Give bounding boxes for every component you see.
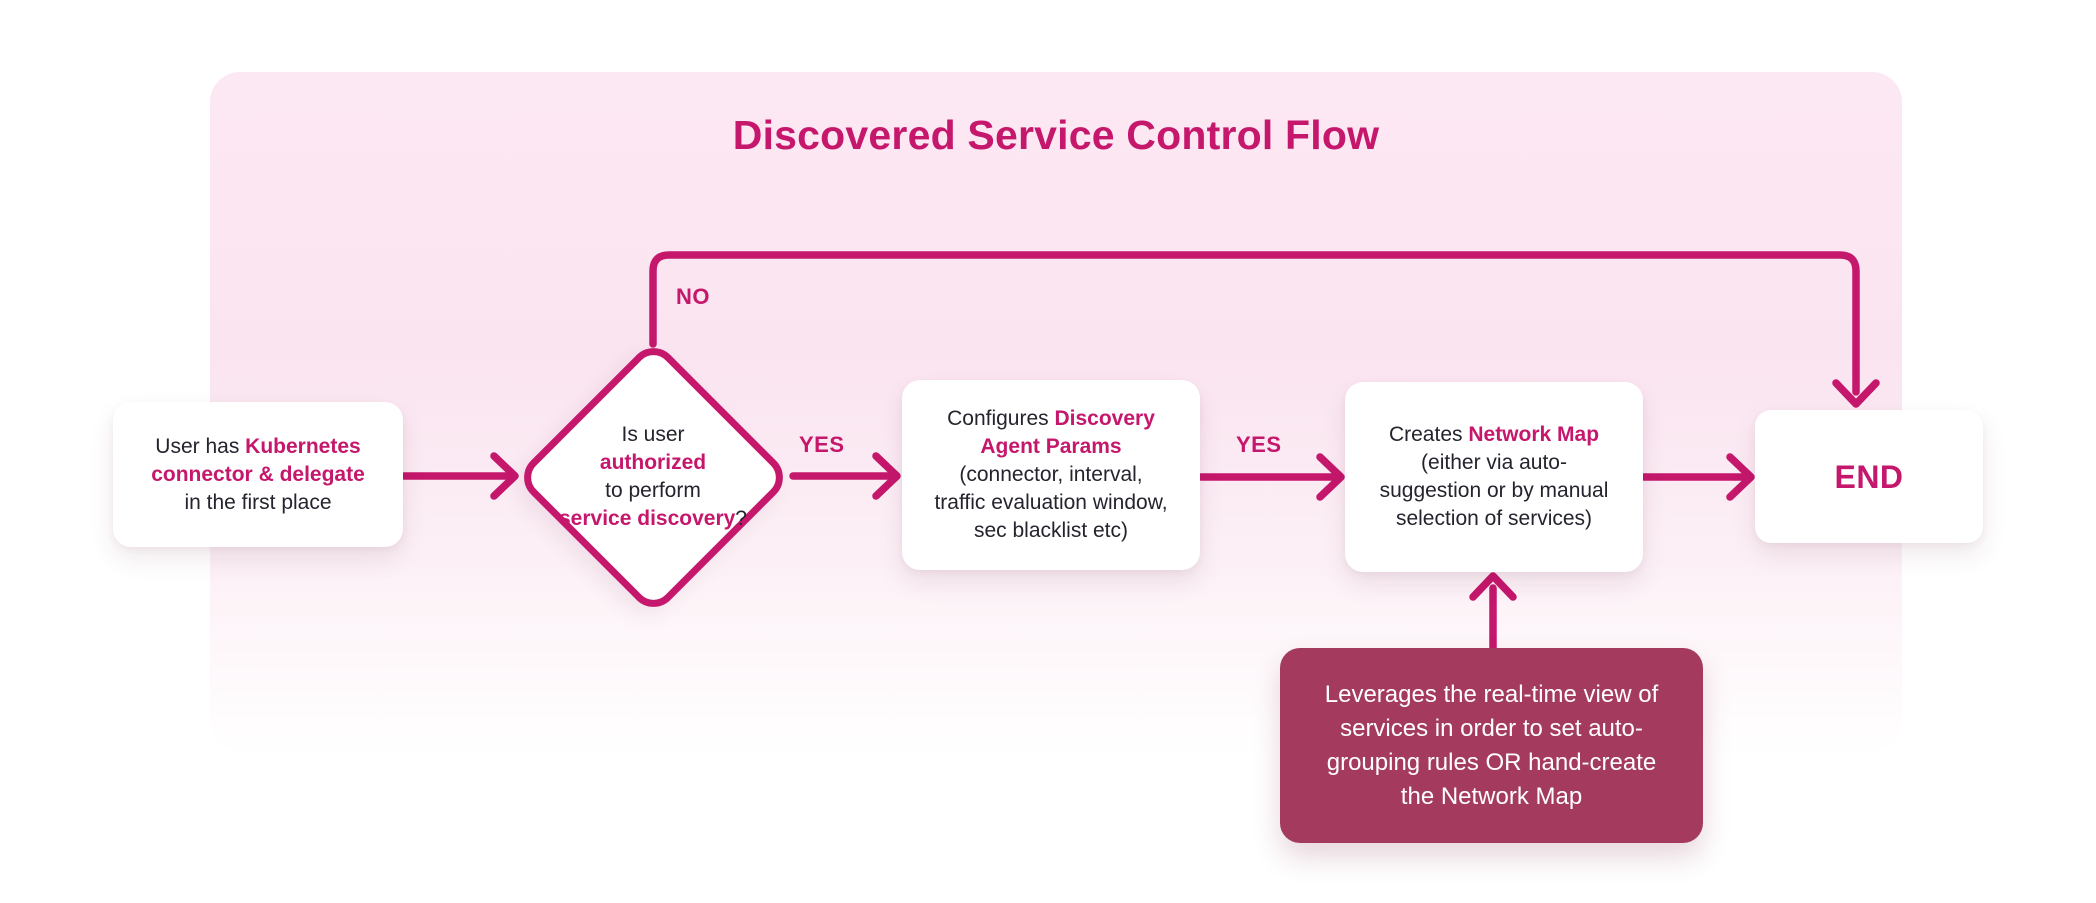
note-leverages-realtime-view: Leverages the real-time view of services… <box>1280 648 1703 843</box>
node-text-line: Agent Params <box>980 433 1121 461</box>
text-segment: traffic evaluation window, <box>934 491 1168 514</box>
text-segment-accent: Discovery <box>1054 407 1155 430</box>
text-segment: (either via auto- <box>1421 451 1567 474</box>
node-create-network-map: Creates Network Map (either via auto- su… <box>1345 382 1643 572</box>
text-segment: suggestion or by manual <box>1379 479 1609 502</box>
note-text-line: Leverages the real-time view of <box>1324 680 1659 708</box>
edge-label-yes-decision-configure: YES <box>799 432 845 457</box>
text-segment: to perform <box>605 479 701 502</box>
node-text-line: service discovery? <box>559 505 747 533</box>
node-text-line: suggestion or by manual <box>1380 477 1609 505</box>
text-segment: Is user <box>621 423 685 446</box>
diagram-title: Discovered Service Control Flow <box>732 112 1380 158</box>
node-text-line: in the first place <box>184 489 331 517</box>
node-end: END <box>1755 410 1983 543</box>
text-segment: sec blacklist etc) <box>973 519 1129 542</box>
node-text-line: Is user <box>621 421 684 449</box>
text-segment-accent: connector & delegate <box>151 462 365 486</box>
node-text-line: sec blacklist etc) <box>974 517 1128 545</box>
text-segment-accent: authorized <box>599 451 707 474</box>
edge-label-no: NO <box>676 284 710 309</box>
edge-label-yes-configure-create: YES <box>1236 432 1282 457</box>
note-text-line: the Network Map <box>1400 782 1583 810</box>
node-text-line: (connector, interval, <box>959 461 1142 489</box>
text-segment-accent: Network Map <box>1468 423 1600 446</box>
node-text-line: selection of services) <box>1396 505 1592 533</box>
text-segment-accent: Agent Params <box>980 435 1122 458</box>
node-start-kubernetes-connector: User has Kubernetes connector & delegate… <box>113 402 403 547</box>
node-text-line: connector & delegate <box>151 461 365 489</box>
text-segment: in the first place <box>184 490 332 514</box>
note-text-line: grouping rules OR hand-create <box>1326 748 1657 776</box>
text-segment: User has <box>155 434 246 458</box>
text-segment: Creates <box>1388 423 1469 446</box>
node-text-line: to perform <box>605 477 701 505</box>
end-label: END <box>1834 458 1904 495</box>
node-text-line: authorized <box>600 449 706 477</box>
text-segment: ? <box>735 507 747 530</box>
text-segment: Configures <box>947 407 1055 430</box>
note-text-line: services in order to set auto- <box>1340 714 1643 742</box>
node-decision-text: Is user authorized to perform service di… <box>513 419 793 535</box>
node-text-line: (either via auto- <box>1421 449 1567 477</box>
node-text-line: Creates Network Map <box>1389 421 1599 449</box>
text-segment: (connector, interval, <box>959 463 1143 486</box>
text-segment: selection of services) <box>1395 507 1593 530</box>
node-configure-discovery-agent-params: Configures Discovery Agent Params (conne… <box>902 380 1200 570</box>
node-text-line: User has Kubernetes <box>155 433 360 461</box>
node-text-line: Configures Discovery <box>947 405 1155 433</box>
node-text-line: traffic evaluation window, <box>934 489 1167 517</box>
text-segment-accent: Kubernetes <box>245 434 361 458</box>
text-segment-accent: service discovery <box>559 507 736 530</box>
